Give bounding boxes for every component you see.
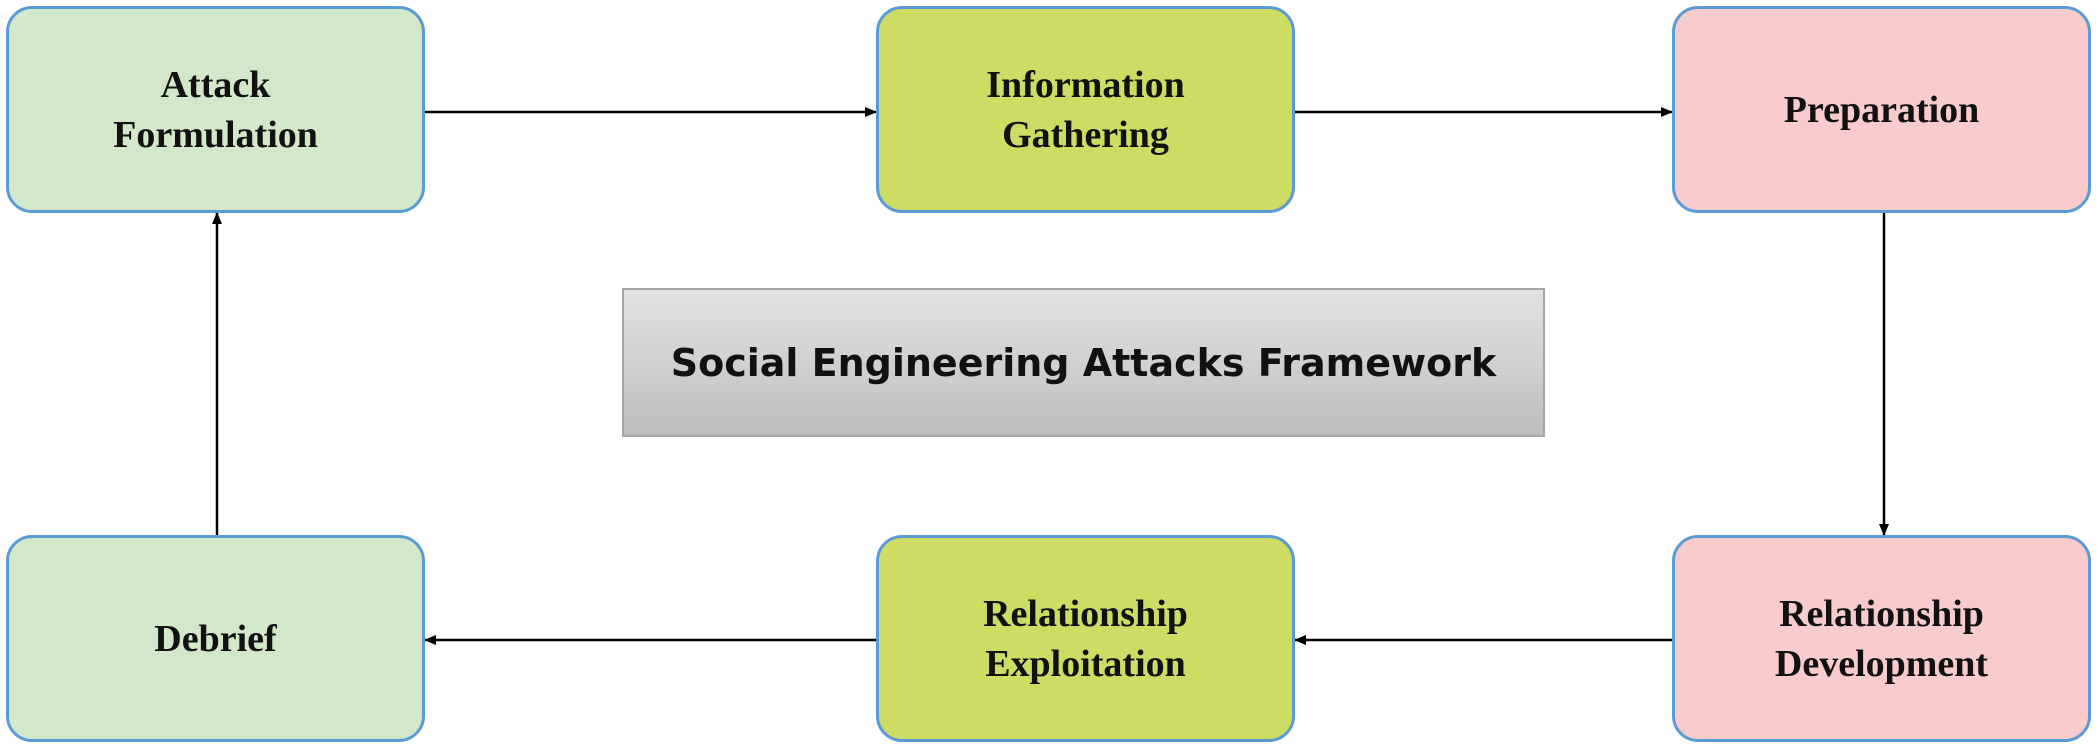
- node-relationship-development: Relationship Development: [1672, 535, 2091, 742]
- node-debrief: Debrief: [6, 535, 425, 742]
- node-attack-formulation: Attack Formulation: [6, 6, 425, 213]
- framework-title: Social Engineering Attacks Framework: [622, 288, 1545, 437]
- node-preparation: Preparation: [1672, 6, 2091, 213]
- node-relationship-exploitation: Relationship Exploitation: [876, 535, 1295, 742]
- node-information-gathering: Information Gathering: [876, 6, 1295, 213]
